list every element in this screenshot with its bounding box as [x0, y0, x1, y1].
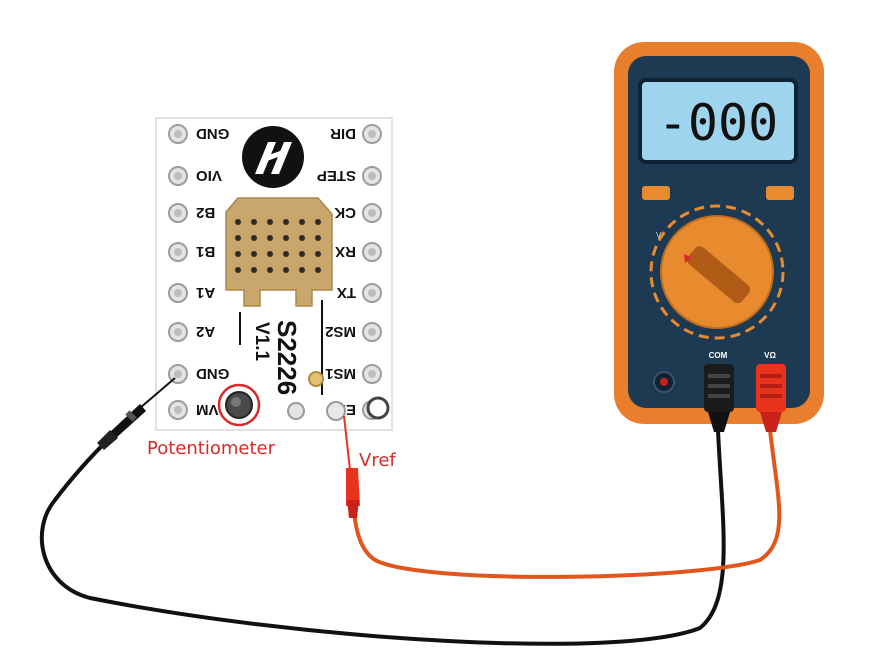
left-pin-8: VM [168, 400, 219, 420]
lcd-reading: -000 [658, 94, 778, 152]
vref-pad [326, 401, 346, 421]
board-via [308, 371, 324, 387]
left-pin-label: VM [196, 401, 219, 418]
left-pin-4: B1 [168, 242, 215, 262]
left-pin-5: A1 [168, 283, 215, 303]
dial-mark: V [656, 231, 662, 240]
potentiometer-label: Potentiometer [147, 438, 276, 459]
red-probe [343, 415, 360, 518]
right-pin-label: TX [337, 284, 356, 301]
thermal-vias [235, 219, 321, 273]
left-pin-label: B1 [196, 243, 215, 260]
potentiometer-highlight-ring [217, 383, 261, 427]
left-pin-6: A2 [168, 322, 215, 342]
right-function-button[interactable] [766, 186, 794, 200]
right-pin-1: DIR [330, 124, 382, 144]
vref-label: Vref [359, 450, 396, 471]
lcd-display [638, 78, 798, 164]
right-pin-label: RX [335, 243, 356, 260]
left-pin-label: B2 [196, 204, 215, 221]
black-wire [39, 428, 726, 646]
right-pin-label: STEP [317, 167, 356, 184]
left-pin-label: GND [196, 125, 230, 142]
left-pin-3: B2 [168, 203, 215, 223]
left-pin-7: GND [168, 364, 230, 384]
red-wire [352, 428, 782, 579]
right-pin-column: DIRSTEPCKRXTXMS2MS1EN [317, 124, 382, 420]
right-pin-label: MS2 [325, 323, 356, 340]
right-pin-4: RX [335, 242, 382, 262]
board-model: S2226 [272, 320, 302, 395]
left-pin-1: GND [168, 124, 230, 144]
right-pin-5: TX [337, 283, 382, 303]
thermal-pad [225, 197, 333, 307]
com-jack-plug [704, 364, 734, 432]
v-jack-plug [756, 364, 786, 432]
left-pin-label: A1 [196, 284, 215, 301]
pad-hole-1 [287, 402, 305, 420]
brand-logo [242, 126, 304, 188]
dial-dash-ring [649, 204, 785, 340]
left-pin-label: GND [196, 365, 230, 382]
right-pin-2: STEP [317, 166, 382, 186]
com-jack-label: COM [709, 351, 728, 360]
right-pin-6: MS2 [325, 322, 382, 342]
multimeter: -000 V COM VΩ [614, 42, 824, 432]
unused-jack[interactable] [653, 371, 675, 393]
board-version: V1.1 [251, 322, 272, 362]
black-probe [97, 377, 176, 450]
mounting-hole [366, 396, 390, 420]
right-pin-label: MS1 [325, 365, 356, 382]
right-pin-3: CK [334, 203, 382, 223]
potentiometer [217, 383, 261, 427]
rotary-dial[interactable] [660, 215, 774, 329]
left-function-button[interactable] [642, 186, 670, 200]
left-pin-label: A2 [196, 323, 215, 340]
right-pin-7: MS1 [325, 364, 382, 384]
v-jack-label: VΩ [764, 351, 776, 360]
right-pin-label: CK [334, 204, 356, 221]
right-pin-label: DIR [330, 125, 356, 142]
left-pin-2: VIO [168, 166, 222, 186]
left-pin-label: VIO [196, 167, 222, 184]
